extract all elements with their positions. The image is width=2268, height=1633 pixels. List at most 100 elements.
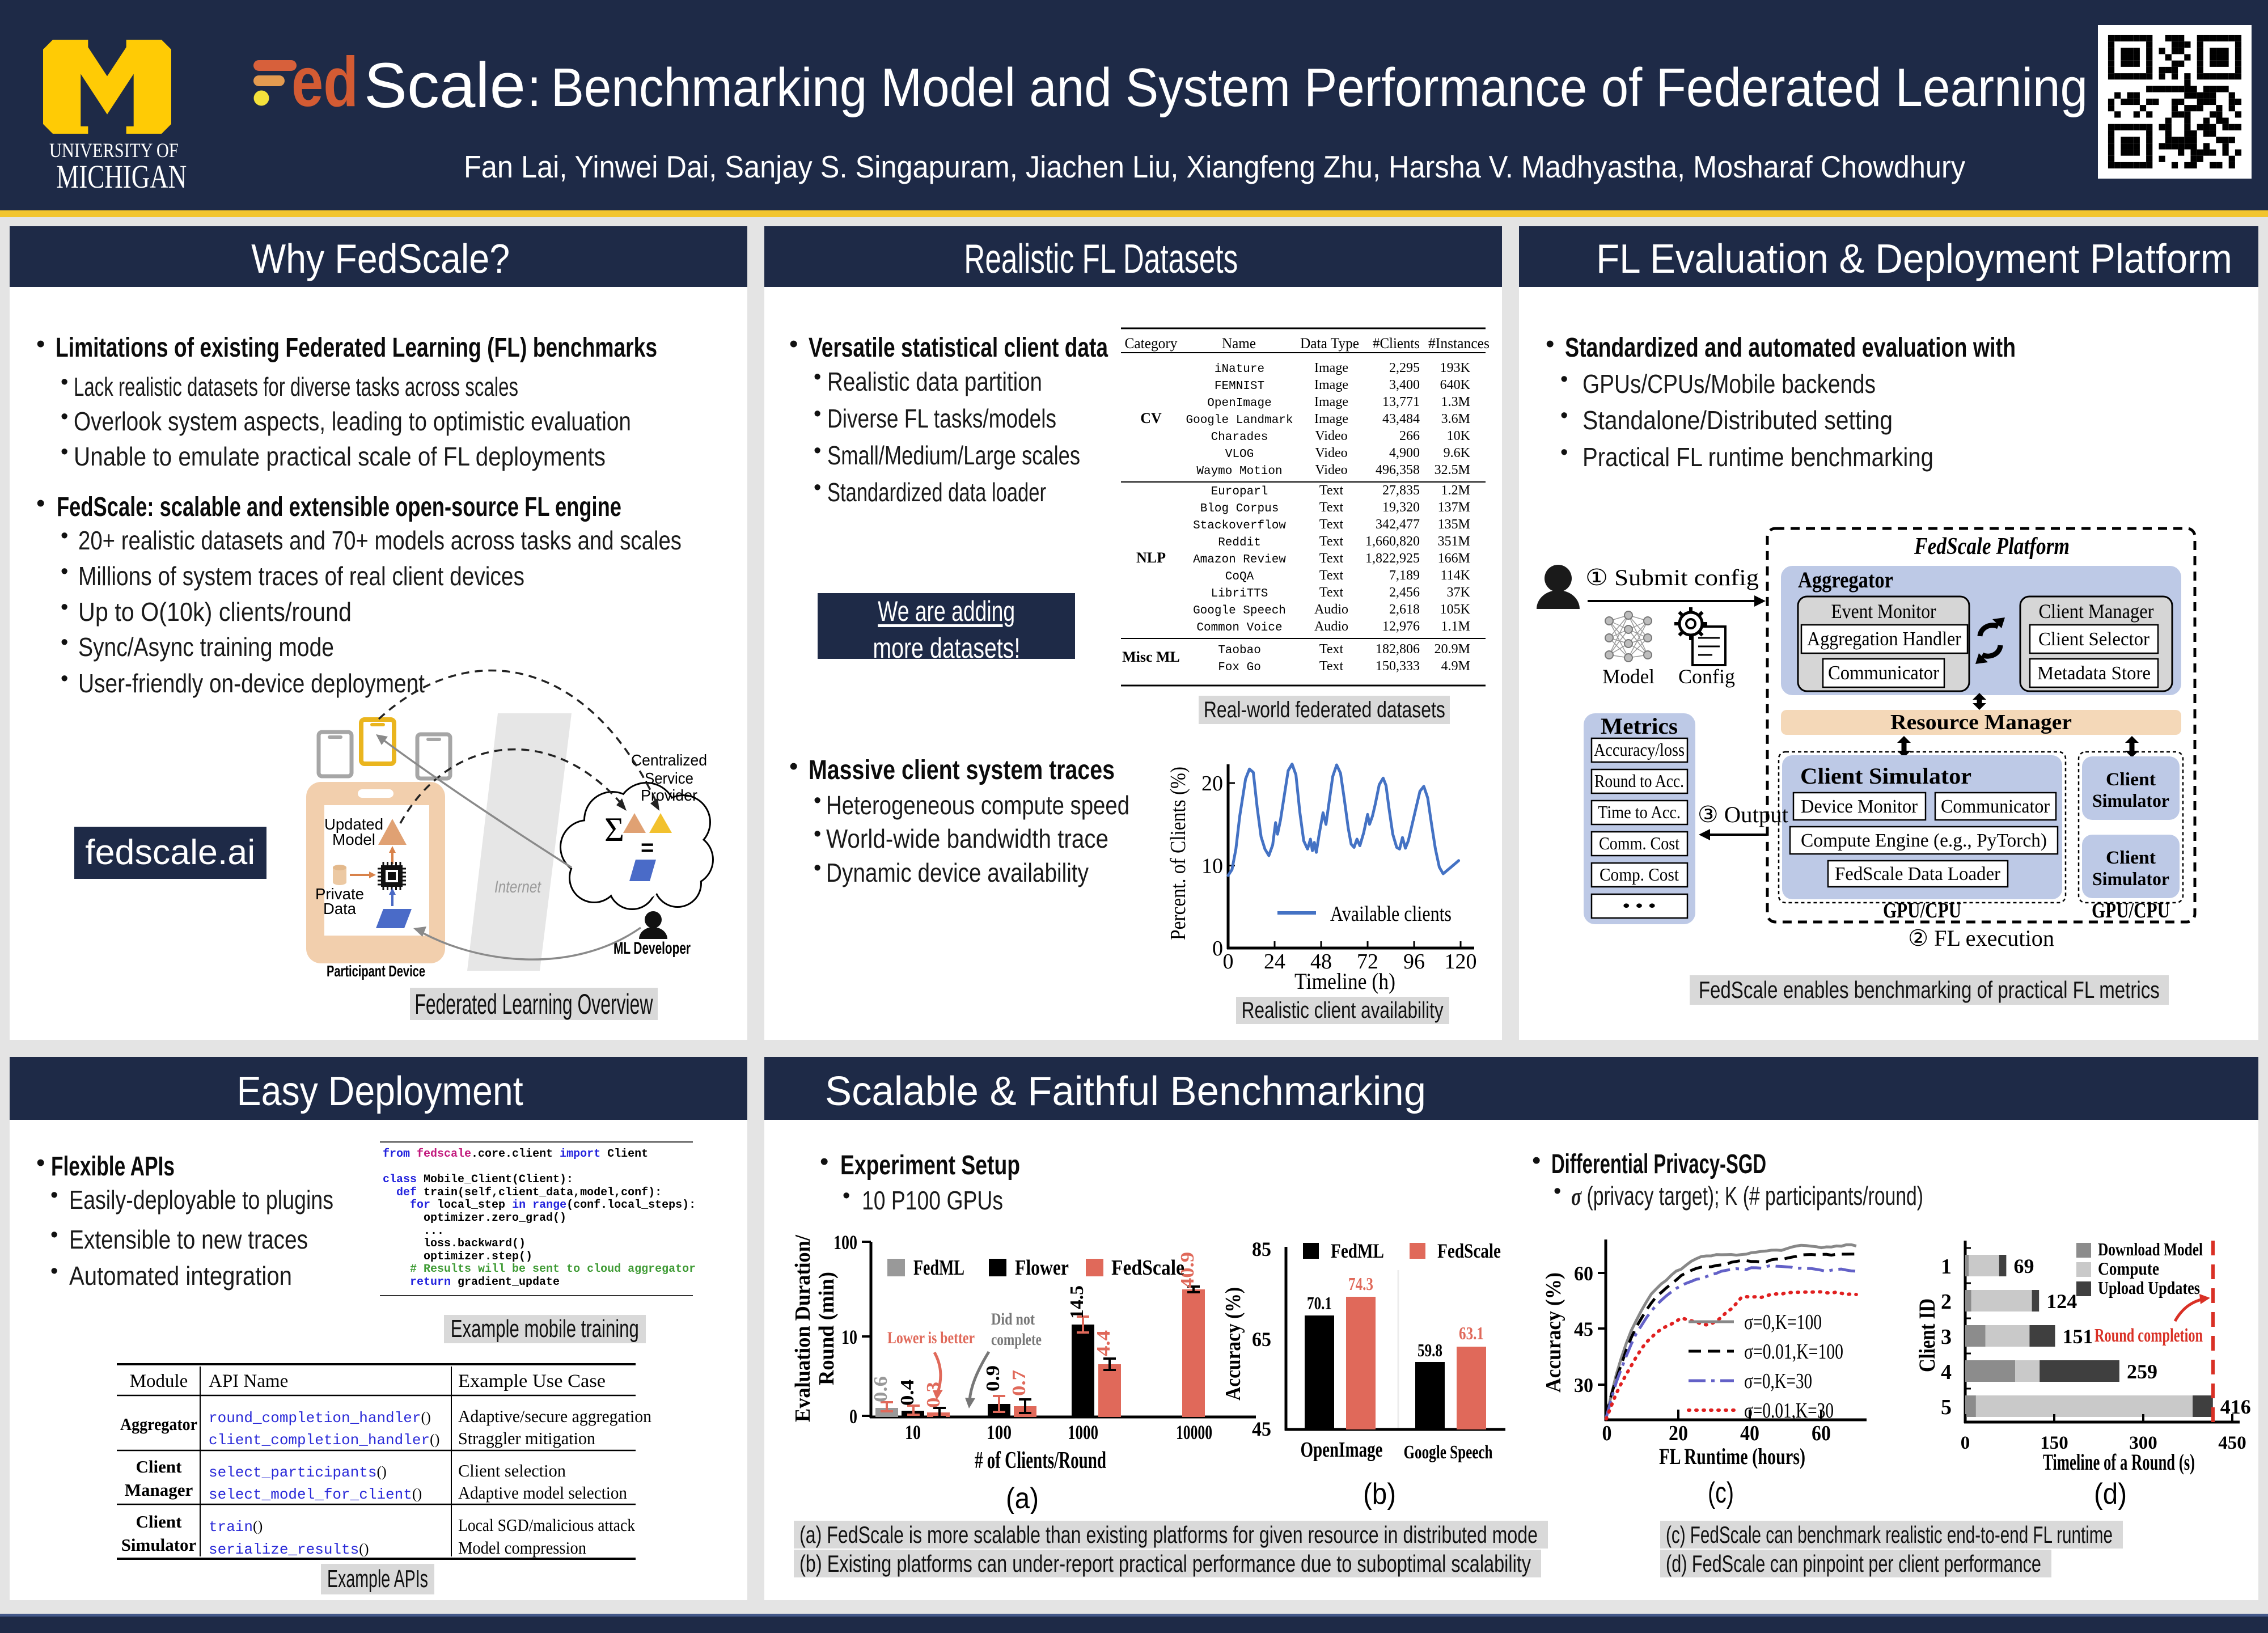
svg-text:Misc ML: Misc ML	[1122, 649, 1180, 665]
svg-text:85: 85	[1252, 1238, 1271, 1260]
svg-text:0.6: 0.6	[870, 1376, 891, 1402]
svg-text:Charades: Charades	[1211, 431, 1268, 444]
svg-text:Percent. of Clients (%): Percent. of Clients (%)	[1166, 767, 1190, 940]
svg-text:Communicator: Communicator	[1941, 796, 2050, 817]
svg-text:1.2M: 1.2M	[1441, 483, 1470, 498]
svg-text:Comm. Cost: Comm. Cost	[1599, 833, 1679, 853]
svg-text:10000: 10000	[1176, 1421, 1212, 1444]
svg-text:74.3: 74.3	[1348, 1274, 1373, 1294]
svg-text:70.1: 70.1	[1307, 1293, 1332, 1313]
svg-text:Audio: Audio	[1314, 602, 1348, 617]
svg-text:1.1M: 1.1M	[1441, 619, 1470, 634]
svg-text:FedML: FedML	[913, 1256, 964, 1280]
svg-text:(b): (b)	[1363, 1478, 1396, 1511]
svg-text:API Name: API Name	[209, 1371, 288, 1391]
svg-text:166M: 166M	[1438, 551, 1470, 566]
svg-text:Straggler mitigation: Straggler mitigation	[458, 1428, 595, 1448]
svg-text:Round to Acc.: Round to Acc.	[1594, 771, 1684, 791]
svg-text:FEMNIST: FEMNIST	[1215, 380, 1264, 393]
svg-text:Name: Name	[1222, 335, 1256, 352]
svg-text:63.1: 63.1	[1459, 1323, 1484, 1343]
svg-text:OpenImage: OpenImage	[1207, 397, 1271, 410]
svg-text:Category: Category	[1125, 335, 1178, 352]
svg-text:Client Simulator: Client Simulator	[1800, 763, 1971, 789]
svg-text:Text: Text	[1319, 568, 1344, 583]
svg-text:Event Monitor: Event Monitor	[1831, 600, 1936, 623]
svg-text:Model: Model	[1602, 665, 1655, 688]
svg-text:Text: Text	[1319, 659, 1344, 674]
svg-text:0: 0	[1223, 950, 1234, 974]
svg-text:2,456: 2,456	[1389, 585, 1420, 600]
svg-text:Accuracy (%): Accuracy (%)	[1225, 1287, 1245, 1401]
svg-text:124: 124	[2046, 1290, 2077, 1313]
svg-text:48: 48	[1310, 950, 1332, 974]
svg-text:Blog Corpus: Blog Corpus	[1200, 502, 1279, 515]
svg-text:Client Selector: Client Selector	[2038, 629, 2150, 650]
svg-text:Download Model: Download Model	[2098, 1239, 2203, 1259]
svg-text:20: 20	[1201, 772, 1223, 796]
svg-text:150,333: 150,333	[1376, 659, 1420, 674]
svg-text:4.4: 4.4	[1093, 1330, 1114, 1356]
svg-text:Stackoverflow: Stackoverflow	[1193, 519, 1286, 532]
svg-text:Accuracy/loss: Accuracy/loss	[1594, 739, 1685, 760]
svg-text:Example Use Case: Example Use Case	[458, 1371, 606, 1391]
svg-text:5: 5	[1941, 1395, 1952, 1419]
svg-text:FedML: FedML	[1331, 1239, 1384, 1262]
svg-text:114K: 114K	[1441, 568, 1471, 583]
svg-text:VLOG: VLOG	[1225, 448, 1254, 461]
svg-text:120: 120	[1445, 950, 1477, 974]
svg-text:Video: Video	[1315, 429, 1347, 443]
svg-text:Google Speech: Google Speech	[1404, 1442, 1493, 1463]
svg-text:Client: Client	[136, 1512, 183, 1532]
svg-text:19,320: 19,320	[1382, 500, 1420, 515]
svg-text:2,618: 2,618	[1389, 602, 1420, 617]
svg-text:182,806: 182,806	[1376, 642, 1420, 657]
svg-text:Time to Acc.: Time to Acc.	[1598, 802, 1681, 822]
svg-text:3,400: 3,400	[1389, 378, 1420, 392]
svg-text:Text: Text	[1319, 517, 1344, 532]
svg-text:(c): (c)	[1708, 1477, 1734, 1509]
svg-text:1,822,925: 1,822,925	[1365, 551, 1420, 566]
svg-text:Simulator: Simulator	[121, 1535, 197, 1555]
svg-text:(d): (d)	[2094, 1478, 2127, 1511]
svg-text:Client Manager: Client Manager	[2039, 600, 2154, 623]
svg-text:Communicator: Communicator	[1828, 662, 1939, 684]
svg-text:3.6M: 3.6M	[1441, 412, 1470, 426]
svg-text:Compute: Compute	[2098, 1258, 2159, 1279]
svg-text:Text: Text	[1319, 585, 1344, 600]
svg-text:Simulator: Simulator	[2092, 791, 2169, 811]
svg-text:40: 40	[1740, 1422, 1759, 1445]
svg-text:45: 45	[1574, 1318, 1593, 1340]
svg-text:Client selection: Client selection	[458, 1461, 566, 1480]
svg-text:496,358: 496,358	[1376, 463, 1420, 477]
svg-text:Accuracy (%): Accuracy (%)	[1542, 1272, 1565, 1393]
svg-text:Aggregator: Aggregator	[120, 1414, 197, 1434]
svg-text:37K: 37K	[1447, 585, 1471, 600]
svg-text:137M: 137M	[1438, 500, 1470, 515]
svg-text:GPU/CPU: GPU/CPU	[1883, 899, 1961, 923]
svg-text:Config: Config	[1678, 665, 1735, 688]
svg-text:0.7: 0.7	[1009, 1370, 1030, 1396]
svg-text:4.9M: 4.9M	[1441, 659, 1470, 674]
svg-text:10: 10	[905, 1421, 921, 1444]
svg-text:351M: 351M	[1438, 534, 1470, 549]
svg-text:③ Output: ③ Output	[1698, 802, 1788, 827]
svg-text:2: 2	[1941, 1290, 1952, 1314]
svg-text:σ=0,K=30: σ=0,K=30	[1744, 1369, 1812, 1393]
svg-text:Text: Text	[1319, 551, 1344, 566]
svg-text:Participant Device: Participant Device	[327, 962, 425, 980]
svg-text:CoQA: CoQA	[1225, 570, 1254, 583]
svg-text:1,660,820: 1,660,820	[1365, 534, 1420, 549]
svg-text:20.9M: 20.9M	[1435, 642, 1470, 657]
svg-text:Simulator: Simulator	[2092, 869, 2169, 890]
svg-text:9.6K: 9.6K	[1444, 446, 1471, 460]
svg-text:Reddit: Reddit	[1218, 536, 1261, 549]
svg-text:OpenImage: OpenImage	[1301, 1438, 1383, 1462]
svg-text:32.5M: 32.5M	[1435, 463, 1470, 477]
svg-text:Data Type: Data Type	[1300, 335, 1359, 352]
svg-text:135M: 135M	[1438, 517, 1470, 532]
svg-text:Image: Image	[1314, 378, 1348, 392]
svg-text:client_completion_handler(): client_completion_handler()	[209, 1431, 439, 1449]
svg-text:Did not: Did not	[991, 1310, 1035, 1329]
svg-text:Audio: Audio	[1314, 619, 1348, 634]
